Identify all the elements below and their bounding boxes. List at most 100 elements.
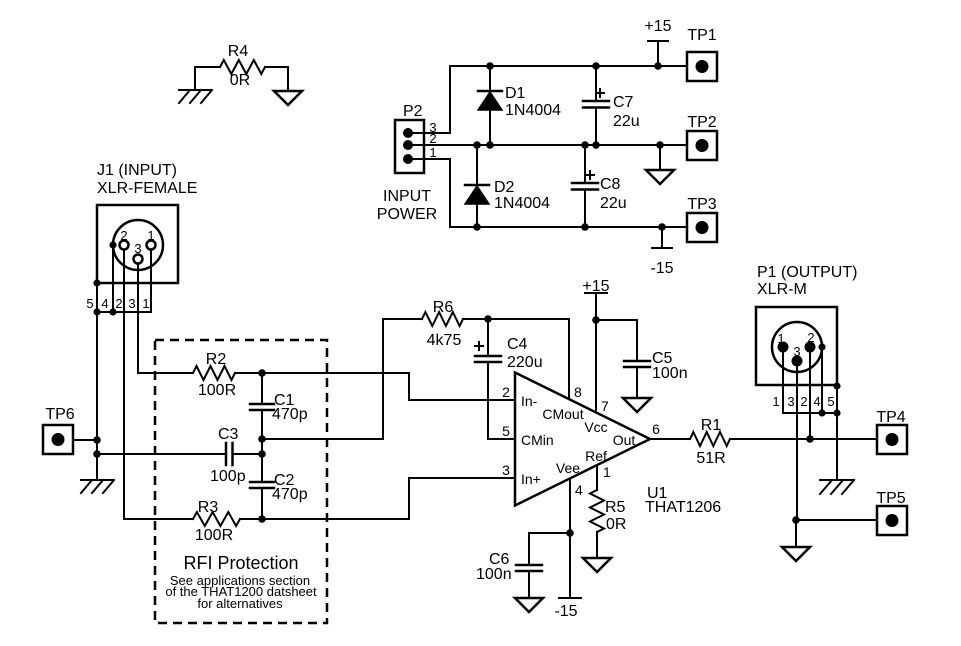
earth-ground-icon bbox=[778, 545, 814, 563]
p1-terminal-5: 5 bbox=[827, 394, 834, 409]
plus15-terminal: +15 bbox=[644, 18, 672, 67]
p1-terminal-1: 1 bbox=[772, 394, 779, 409]
wire bbox=[795, 519, 878, 548]
capacitor-c4: C4 220u bbox=[473, 318, 543, 440]
resistor-r1-symbol bbox=[688, 429, 732, 449]
tp5-label: TP5 bbox=[876, 490, 905, 507]
j1-terminal-3: 3 bbox=[128, 296, 135, 311]
c3-ref-label: C3 bbox=[218, 426, 239, 443]
j1-terminal-2: 2 bbox=[115, 296, 122, 311]
j1-terminal-4: 4 bbox=[101, 296, 108, 311]
p2-ref-label: P2 bbox=[403, 103, 423, 120]
junction-dot bbox=[258, 369, 266, 377]
u1-ref-label: U1 bbox=[647, 485, 668, 502]
d1-value-label: 1N4004 bbox=[505, 102, 561, 119]
diode-d2: D2 1N4004 bbox=[463, 144, 550, 228]
junction-dot bbox=[486, 141, 494, 149]
d2-ref-label: D2 bbox=[494, 179, 515, 196]
junction-dot bbox=[109, 308, 117, 316]
j1-input-connector: J1 (INPUT) XLR-FEMALE 2 1 3 5 4 2 3 1 TP… bbox=[41, 162, 197, 520]
r3-ref-label: R3 bbox=[198, 499, 219, 516]
r3-value-label: 100R bbox=[195, 527, 233, 544]
wire bbox=[408, 477, 516, 520]
testpoint-tp4: TP4 bbox=[875, 409, 909, 456]
junction-dot bbox=[658, 223, 666, 231]
rfi-note-line2: of the THAT1200 datsheet bbox=[165, 584, 317, 599]
r1-value-label: 51R bbox=[696, 450, 725, 467]
plus-sign-icon bbox=[474, 341, 484, 351]
wire bbox=[408, 372, 516, 401]
testpoint-tp1: TP1 bbox=[685, 27, 719, 83]
u1-pin4-name: Vee bbox=[556, 460, 580, 476]
c4-value-label: 220u bbox=[507, 354, 543, 371]
p1-pin3-number: 3 bbox=[793, 344, 800, 359]
vee-supply: -15 C6 100n bbox=[476, 477, 582, 620]
resistor-r2-symbol bbox=[191, 363, 237, 383]
u1-pin8-name: CMout bbox=[542, 406, 583, 422]
earth-ground-icon bbox=[619, 396, 655, 414]
tp1-label: TP1 bbox=[687, 27, 716, 44]
junction-dot bbox=[473, 223, 481, 231]
c6-ref-label: C6 bbox=[489, 551, 510, 568]
j1-pin1-number: 1 bbox=[147, 228, 154, 243]
testpoint-tp3: TP3 bbox=[685, 196, 719, 244]
rfi-protection-section: R2 100R C1 470p C3 100p C2 470p R3 100R bbox=[96, 318, 423, 625]
ref-network: R5 0R bbox=[579, 464, 626, 574]
junction-dot bbox=[566, 529, 574, 537]
earth-ground-icon bbox=[642, 168, 678, 186]
p1-terminal-4: 4 bbox=[813, 394, 820, 409]
junction-dot bbox=[818, 409, 826, 417]
wire bbox=[264, 66, 289, 92]
minus15-terminal: -15 bbox=[650, 226, 674, 277]
junction-dot bbox=[484, 315, 492, 323]
p1-terminal-3: 3 bbox=[787, 394, 794, 409]
c7-ref-label: C7 bbox=[613, 94, 634, 111]
junction-dot bbox=[833, 382, 841, 390]
c2-ref-label: C2 bbox=[274, 472, 295, 489]
j1-title: J1 (INPUT) bbox=[97, 162, 177, 179]
output-section: R1 51R P1 (OUTPUT) XLR-M 1 2 3 1 3 2 4 5 bbox=[649, 264, 909, 563]
u1-pin5-name: CMin bbox=[521, 432, 554, 448]
junction-dot bbox=[581, 141, 589, 149]
c5-ref-label: C5 bbox=[652, 350, 673, 367]
c8-ref-label: C8 bbox=[600, 176, 621, 193]
wire bbox=[462, 318, 570, 401]
u1-pin2-name: In- bbox=[521, 393, 538, 409]
d2-value-label: 1N4004 bbox=[494, 195, 550, 212]
d1-ref-label: D1 bbox=[505, 85, 526, 102]
earth-ground-icon bbox=[270, 89, 306, 107]
earth-ground-icon bbox=[579, 556, 615, 574]
earth-ground-icon bbox=[511, 596, 547, 614]
tp3-label: TP3 bbox=[687, 196, 716, 213]
j1-terminal-5: 5 bbox=[86, 296, 93, 311]
chassis-ground-icon bbox=[818, 478, 856, 496]
rfi-note-line3: for alternatives bbox=[197, 596, 283, 611]
p2-pin1-number: 1 bbox=[429, 145, 436, 160]
rfi-note-title: RFI Protection bbox=[183, 553, 298, 573]
chassis-ground-icon bbox=[177, 88, 214, 105]
power-input-section: 3 2 1 P2 INPUT POWER D1 1N4004 D2 1N4004 bbox=[377, 18, 719, 277]
junction-dot bbox=[592, 141, 600, 149]
c2-value-label: 470p bbox=[272, 486, 308, 503]
junction-dot bbox=[581, 223, 589, 231]
u1-pin6-number: 6 bbox=[652, 421, 660, 437]
junction-dot bbox=[93, 436, 101, 444]
chassis-ground-icon bbox=[79, 478, 116, 495]
r1-ref-label: R1 bbox=[701, 417, 722, 434]
c7-value-label: 22u bbox=[613, 113, 640, 130]
capacitor-c8: C8 22u bbox=[570, 144, 627, 228]
tp2-label: TP2 bbox=[687, 114, 716, 131]
resistor-r4-symbol bbox=[218, 57, 267, 77]
vcc-supply: +15 C5 100n bbox=[582, 278, 688, 414]
testpoint-tp5: TP5 bbox=[875, 490, 909, 537]
testpoint-tp6: TP6 bbox=[41, 406, 98, 456]
r4-ref-label: R4 bbox=[228, 43, 249, 60]
u1-pin7-number: 7 bbox=[601, 398, 609, 414]
j1-pin3-number: 3 bbox=[134, 241, 141, 256]
rfi-note-line1: See applications section bbox=[170, 573, 310, 588]
rfi-dashed-box bbox=[153, 338, 329, 625]
c1-value-label: 470p bbox=[272, 406, 308, 423]
r2-value-label: 100R bbox=[198, 382, 236, 399]
c4-ref-label: C4 bbox=[507, 336, 528, 353]
p2-label-power: POWER bbox=[377, 206, 437, 223]
